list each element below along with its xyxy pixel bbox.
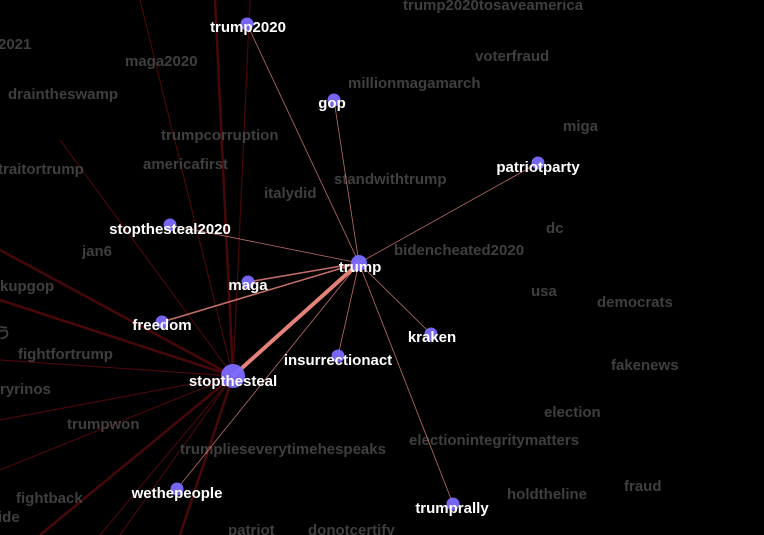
edge-trump-patriotparty bbox=[358, 162, 539, 264]
background-edge bbox=[0, 298, 234, 378]
faded-hashtag-label: trumpwon bbox=[67, 416, 140, 433]
node-stopthesteal2020[interactable] bbox=[163, 218, 177, 232]
node-trump[interactable] bbox=[351, 255, 367, 271]
edge-trump-gop bbox=[333, 99, 360, 264]
node-label-trump2020: trump2020 bbox=[210, 19, 286, 36]
background-edge bbox=[232, 0, 251, 377]
node-gop[interactable] bbox=[327, 93, 341, 107]
background-edge bbox=[99, 375, 234, 535]
node-insurrectionact[interactable] bbox=[331, 349, 345, 363]
faded-hashtag-label: fightback bbox=[16, 490, 83, 507]
faded-hashtag-label: fightfortrump bbox=[18, 346, 113, 363]
edge-trump-wethepeople bbox=[176, 262, 360, 490]
faded-hashtag-label: donotcertify bbox=[308, 522, 395, 535]
edge-trump-freedom bbox=[161, 262, 360, 323]
edge-trump-insurrectionact bbox=[337, 262, 360, 357]
node-label-maga: maga bbox=[228, 277, 268, 294]
node-trumprally[interactable] bbox=[446, 497, 460, 511]
node-freedom[interactable] bbox=[155, 315, 169, 329]
faded-hashtag-label: election bbox=[544, 404, 601, 421]
faded-hashtag-label: jan6 bbox=[81, 243, 112, 260]
background-edge bbox=[178, 375, 235, 535]
faded-hashtag-label: trumplieseverytimehespeaks bbox=[180, 441, 386, 458]
edge-trump-maga bbox=[247, 262, 360, 283]
faded-hashtag-label: maga2020 bbox=[125, 53, 198, 70]
node-patriotparty[interactable] bbox=[531, 156, 545, 170]
background-edge bbox=[59, 139, 234, 377]
edge-trump-trumprally bbox=[358, 262, 454, 505]
faded-hashtag-label: 2021 bbox=[0, 36, 31, 53]
node-label-patriotparty: patriotparty bbox=[496, 159, 580, 176]
faded-hashtag-label: ryrinos bbox=[0, 381, 51, 398]
faded-hashtag-label: fraud bbox=[624, 478, 662, 495]
background-edge bbox=[39, 375, 234, 535]
node-trump2020[interactable] bbox=[240, 17, 254, 31]
node-label-insurrectionact: insurrectionact bbox=[284, 352, 392, 369]
faded-hashtag-label: italydid bbox=[264, 185, 317, 202]
node-label-stopthesteal2020: stopthesteal2020 bbox=[109, 221, 231, 238]
background-edge bbox=[119, 375, 234, 535]
faded-hashtag-label: miga bbox=[563, 118, 599, 135]
edge-trump-trump2020 bbox=[246, 23, 360, 264]
faded-hashtag-label: draintheswamp bbox=[8, 86, 118, 103]
faded-hashtag-label: standwithtrump bbox=[334, 171, 447, 188]
faded-hashtag-label: ide bbox=[0, 509, 20, 526]
faded-hashtag-label: trumpcorruption bbox=[161, 127, 279, 144]
background-edge bbox=[0, 359, 234, 377]
node-label-gop: gop bbox=[318, 95, 346, 112]
background-edge bbox=[0, 375, 234, 471]
node-label-trumprally: trumprally bbox=[415, 500, 489, 517]
background-edge bbox=[213, 0, 235, 377]
node-stopthesteal[interactable] bbox=[221, 364, 245, 388]
faded-hashtag-label: patriot bbox=[228, 522, 275, 535]
faded-hashtag-label: trump2020tosaveamerica bbox=[403, 0, 584, 14]
faded-hashtag-label: holdtheline bbox=[507, 486, 587, 503]
edge-trump-stopthesteal bbox=[231, 261, 361, 378]
background-edge bbox=[139, 0, 234, 377]
faded-hashtag-label: americafirst bbox=[143, 156, 228, 173]
background-edge bbox=[0, 248, 234, 378]
node-label-stopthesteal: stopthesteal bbox=[189, 373, 277, 390]
faded-hashtag-label: voterfraud bbox=[475, 48, 549, 65]
faded-hashtag-label: usa bbox=[531, 283, 558, 300]
faded-hashtag-label: kupgop bbox=[0, 278, 54, 295]
faded-hashtag-label: democrats bbox=[597, 294, 673, 311]
node-wethepeople[interactable] bbox=[170, 482, 184, 496]
faded-hashtag-label: う bbox=[0, 325, 11, 342]
node-maga[interactable] bbox=[241, 275, 255, 289]
edge-trump-stopthesteal2020 bbox=[169, 224, 360, 264]
faded-hashtag-label: electionintegritymatters bbox=[409, 432, 579, 449]
faded-hashtag-label: traitortrump bbox=[0, 161, 84, 178]
node-kraken[interactable] bbox=[424, 327, 438, 341]
node-label-wethepeople: wethepeople bbox=[131, 485, 223, 502]
node-label-kraken: kraken bbox=[408, 329, 456, 346]
faded-hashtag-label: dc bbox=[546, 220, 564, 237]
faded-hashtag-label: bidencheated2020 bbox=[394, 242, 524, 259]
background-edge bbox=[0, 375, 234, 421]
faded-hashtag-label: millionmagamarch bbox=[348, 75, 481, 92]
node-label-freedom: freedom bbox=[132, 317, 191, 334]
node-label-trump: trump bbox=[339, 259, 382, 276]
faded-hashtag-label: fakenews bbox=[611, 357, 679, 374]
edge-trump-kraken bbox=[358, 262, 432, 335]
